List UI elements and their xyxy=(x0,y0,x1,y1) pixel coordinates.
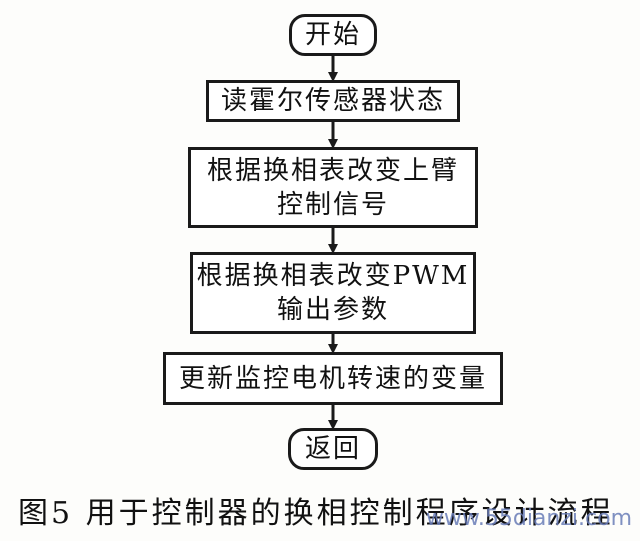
process-update-speed-variable: 更新监控电机转速的变量 xyxy=(163,352,503,405)
process-update-speed-variable-label: 更新监控电机转速的变量 xyxy=(178,363,487,394)
watermark-text: www.55dianzi.com xyxy=(425,506,632,531)
process-read-hall-sensor: 读霍尔传感器状态 xyxy=(206,80,460,122)
start-terminal: 开始 xyxy=(289,14,377,56)
process-upper-arm-signal-line1: 根据换相表改变上臂 xyxy=(206,155,459,186)
process-pwm-output-line2: 输出参数 xyxy=(276,295,389,325)
process-pwm-output-line1: 根据换相表改变PWM xyxy=(196,261,470,291)
process-pwm-output: 根据换相表改变PWM 输出参数 xyxy=(190,252,476,334)
figure-caption: 图5 用于控制器的换相控制程序设计流程 xyxy=(18,496,614,531)
process-upper-arm-signal: 根据换相表改变上臂 控制信号 xyxy=(188,147,478,228)
end-terminal: 返回 xyxy=(288,428,378,470)
start-label: 开始 xyxy=(304,20,361,50)
end-label: 返回 xyxy=(304,434,361,464)
process-read-hall-sensor-label: 读霍尔传感器状态 xyxy=(220,86,445,116)
process-upper-arm-signal-line2: 控制信号 xyxy=(276,189,389,220)
